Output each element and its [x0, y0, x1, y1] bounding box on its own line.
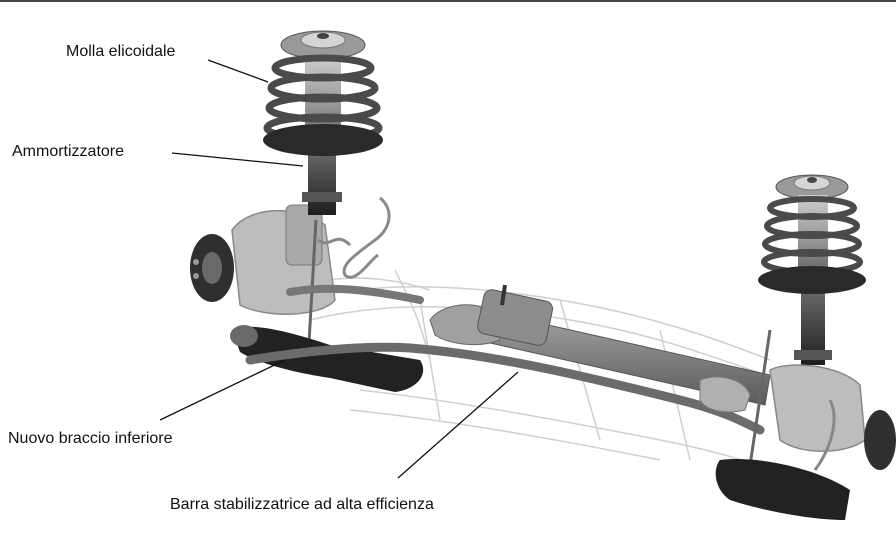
label-stabilizer-bar: Barra stabilizzatrice ad alta efficienza	[170, 496, 434, 513]
label-lower-arm: Nuovo braccio inferiore	[8, 430, 173, 447]
leader-stabilizer-bar	[397, 371, 519, 479]
left-wheel-hub	[190, 204, 352, 315]
steering-rack	[429, 284, 771, 413]
leader-coil-spring	[207, 59, 269, 83]
left-spring-seat	[263, 124, 383, 156]
right-strut	[743, 174, 849, 501]
right-spring-seat	[758, 266, 866, 294]
right-lower-arm	[715, 459, 850, 520]
label-coil-spring: Molla elicoidale	[66, 43, 176, 60]
right-wheel-hub	[769, 364, 896, 471]
left-brake-hose	[342, 196, 391, 279]
left-arm-bushing	[230, 325, 258, 347]
leader-lines	[159, 59, 519, 479]
label-shock-absorber: Ammortizzatore	[12, 143, 125, 160]
leader-lower-arm	[159, 359, 286, 421]
leader-shock-absorber	[171, 152, 304, 167]
left-lower-arm	[232, 326, 424, 392]
